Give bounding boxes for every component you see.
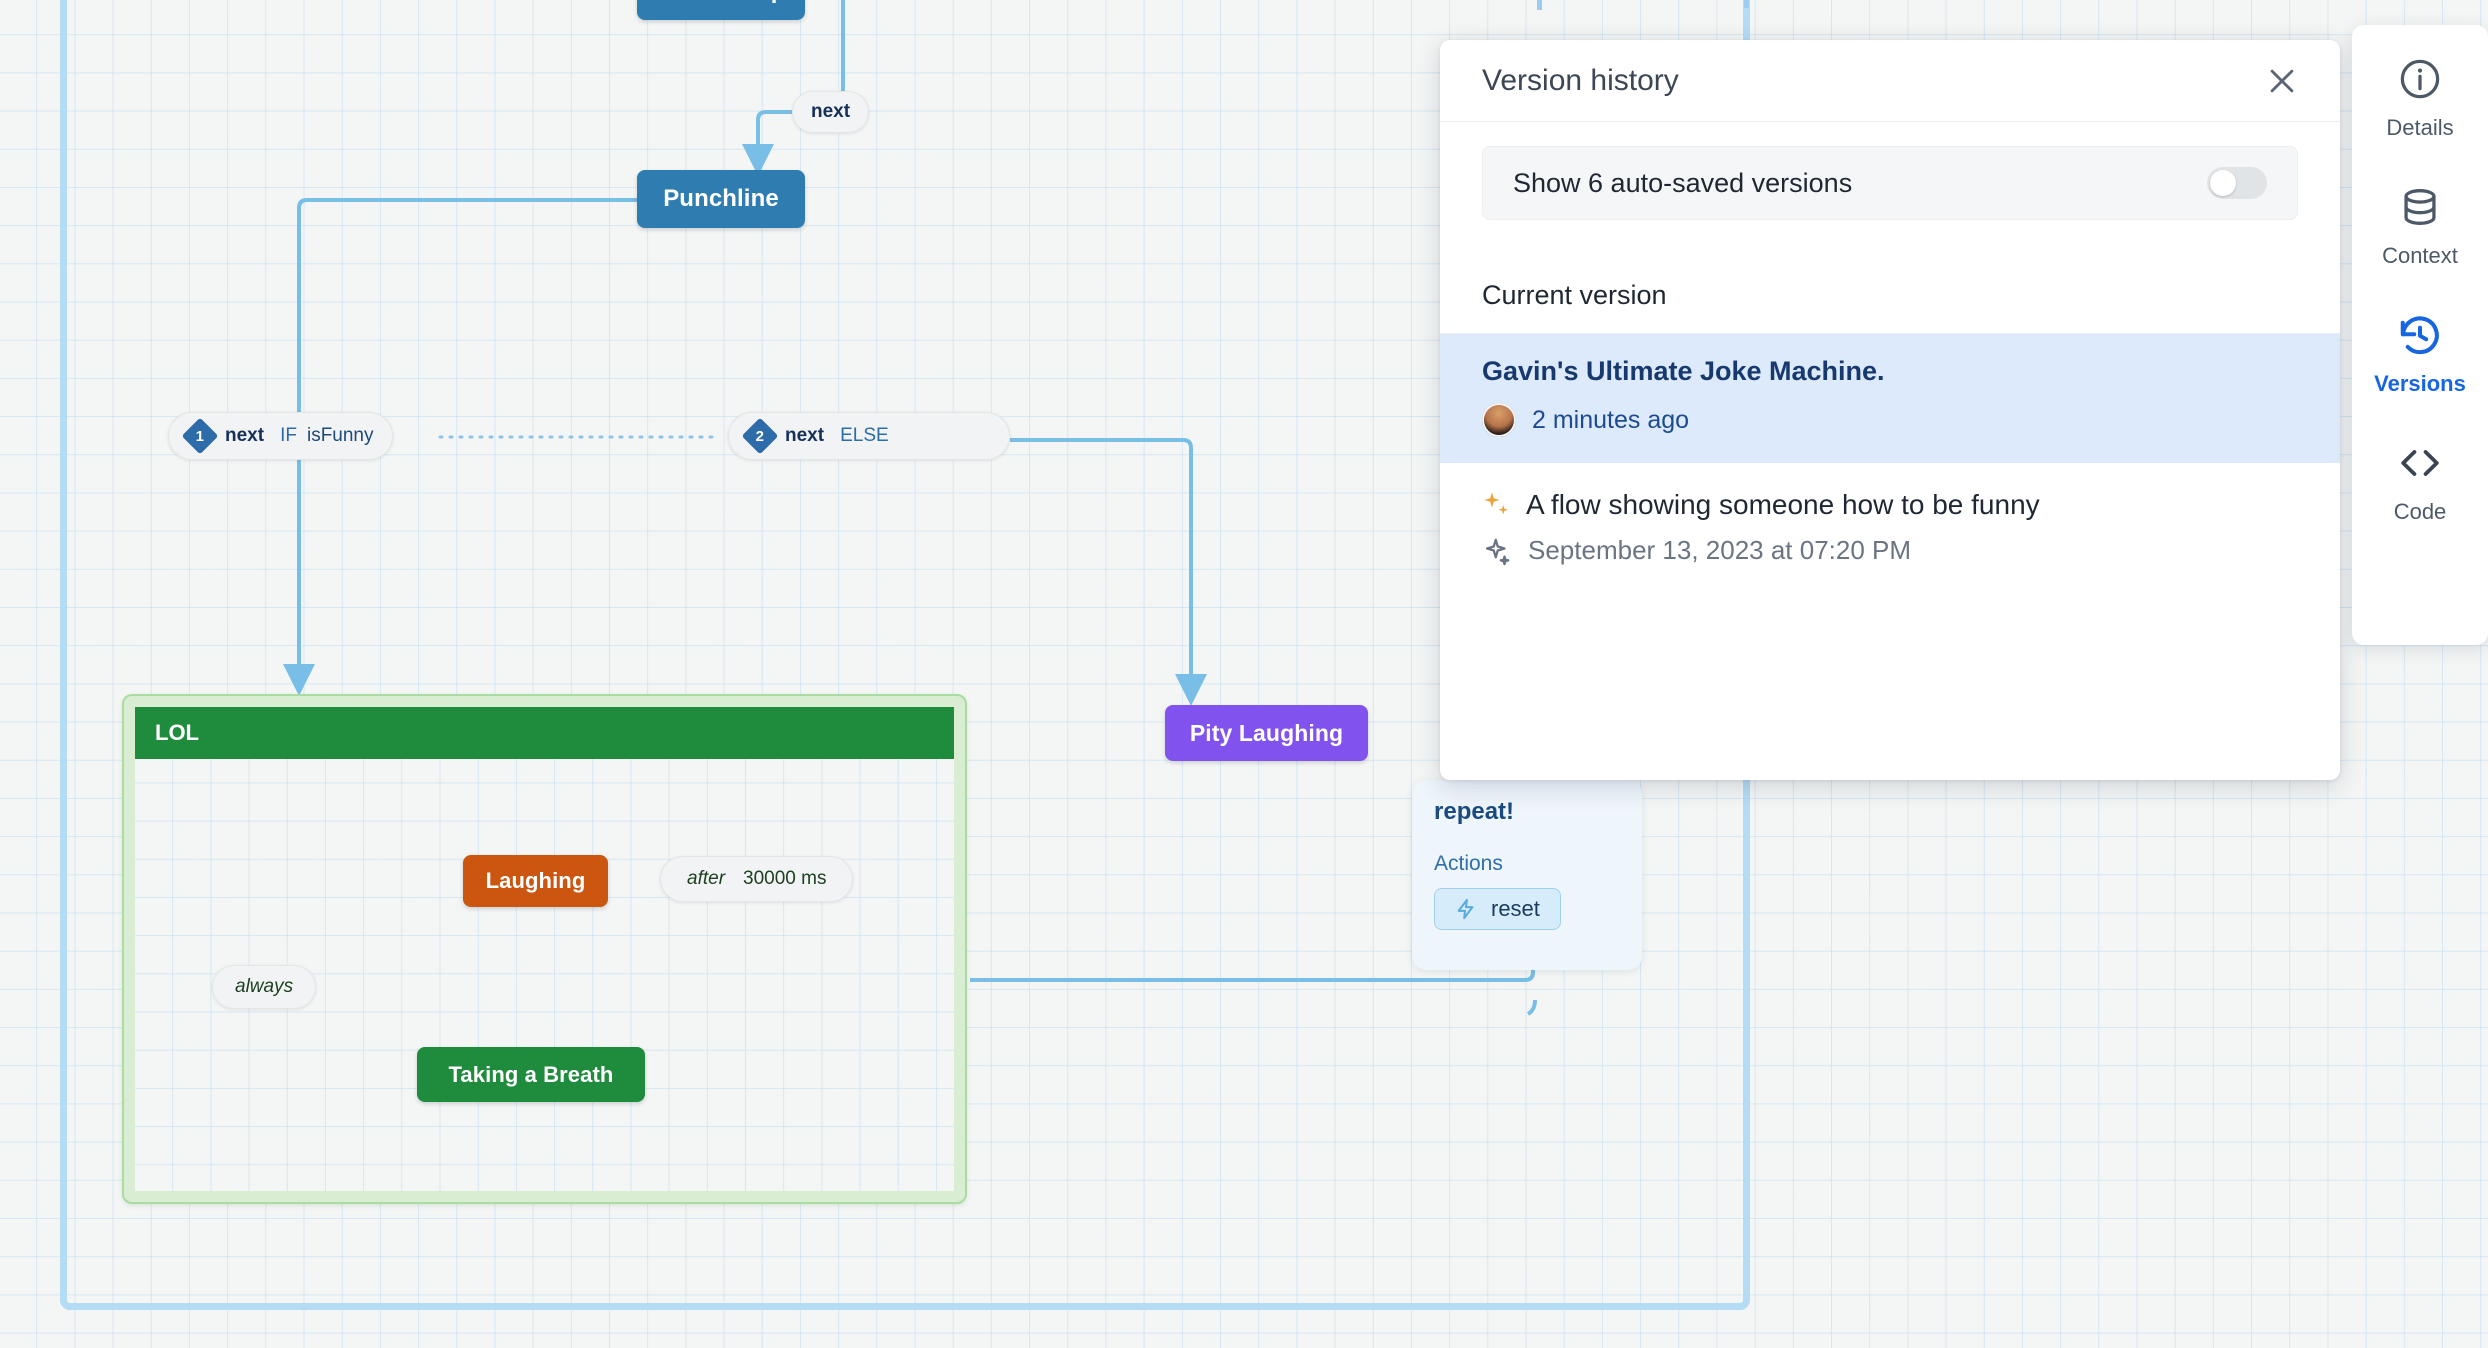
edge-event: always <box>235 976 294 997</box>
sparkles-icon <box>1482 490 1512 520</box>
node-laughing[interactable]: Laughing <box>463 855 608 907</box>
autosaved-versions-label: Show 6 auto-saved versions <box>1513 167 1853 198</box>
autosaved-versions-toggle[interactable] <box>2207 167 2267 199</box>
current-version-heading: Current version <box>1482 280 1667 310</box>
version-timestamp: September 13, 2023 at 07:20 PM <box>1528 535 1912 565</box>
node-label: Taking a Breath <box>448 1061 614 1087</box>
node-punchline[interactable]: Punchline <box>637 170 805 228</box>
node-repeat[interactable]: repeat! Actions reset <box>1412 780 1642 970</box>
node-repeat-actions-label: Actions <box>1434 852 1503 875</box>
info-circle-icon <box>2396 55 2444 103</box>
action-chip-label: reset <box>1491 896 1540 921</box>
sparkle-icon <box>1482 536 1512 566</box>
edge-label-if-isfunny[interactable]: 1 next IF isFunny <box>168 412 393 460</box>
group-node-lol[interactable]: LOL <box>122 694 967 1204</box>
node-label: Joke Setup <box>656 0 785 5</box>
node-label: Pity Laughing <box>1189 719 1344 746</box>
version-history-panel: Version history Show 6 auto-saved versio… <box>1440 40 2340 780</box>
rail-item-label: Versions <box>2374 371 2466 396</box>
rail-item-versions[interactable]: Versions <box>2352 311 2488 397</box>
versions-list: Gavin's Ultimate Joke Machine. 2 minutes… <box>1440 333 2340 592</box>
edge-keyword: ELSE <box>840 425 889 446</box>
right-rail: Details Context Versions <box>2352 25 2488 645</box>
edge-event: next <box>785 425 825 446</box>
node-label: Punchline <box>663 185 779 212</box>
bolt-icon <box>1455 898 1477 920</box>
action-chip-reset[interactable]: reset <box>1434 888 1561 930</box>
version-timestamp: 2 minutes ago <box>1532 405 1690 434</box>
edge-event: after <box>687 868 726 889</box>
rail-item-code[interactable]: Code <box>2352 439 2488 525</box>
version-title: Gavin's Ultimate Joke Machine. <box>1482 356 1885 386</box>
edge-event: next <box>225 425 265 446</box>
version-title: A flow showing someone how to be funny <box>1526 489 2040 520</box>
code-brackets-icon <box>2396 439 2444 487</box>
rail-item-label: Context <box>2382 243 2458 268</box>
panel-body: Show 6 auto-saved versions Current versi… <box>1440 122 2340 780</box>
avatar <box>1482 403 1516 437</box>
edge-keyword: IF <box>280 425 297 446</box>
edge-label-always[interactable]: always <box>212 965 317 1009</box>
rail-item-context[interactable]: Context <box>2352 183 2488 269</box>
group-canvas <box>135 707 954 1191</box>
version-list-item[interactable]: Gavin's Ultimate Joke Machine. 2 minutes… <box>1440 334 2340 463</box>
panel-header: Version history <box>1440 40 2340 122</box>
node-pity-laughing[interactable]: Pity Laughing <box>1165 705 1368 761</box>
history-clock-icon <box>2396 311 2444 359</box>
edge-label-else[interactable]: 2 next ELSE <box>728 412 1010 460</box>
rail-item-details[interactable]: Details <box>2352 55 2488 141</box>
node-taking-a-breath[interactable]: Taking a Breath <box>417 1047 645 1102</box>
autosaved-versions-row[interactable]: Show 6 auto-saved versions <box>1482 146 2298 220</box>
node-label: Laughing <box>485 868 586 893</box>
canvas-edge-line-left <box>1537 0 1542 10</box>
database-icon <box>2396 183 2444 231</box>
version-list-item[interactable]: A flow showing someone how to be funny S… <box>1440 463 2340 592</box>
edge-event: next <box>811 101 851 122</box>
edge-value: 30000 ms <box>743 868 827 889</box>
group-label: LOL <box>155 720 199 745</box>
edge-label-next-top[interactable]: next <box>792 91 870 133</box>
edge-guard: isFunny <box>306 425 374 446</box>
rail-item-label: Code <box>2393 499 2447 524</box>
rail-item-label: Details <box>2386 115 2454 140</box>
edge-label-after[interactable]: after 30000 ms <box>660 856 854 902</box>
node-joke-setup[interactable]: Joke Setup <box>637 0 805 20</box>
canvas-edge-line-right <box>1744 0 1749 8</box>
node-repeat-title: repeat! <box>1434 798 1515 825</box>
panel-title: Version history <box>1482 63 1679 97</box>
close-icon[interactable] <box>2256 55 2308 107</box>
group-header[interactable]: LOL <box>135 707 954 759</box>
